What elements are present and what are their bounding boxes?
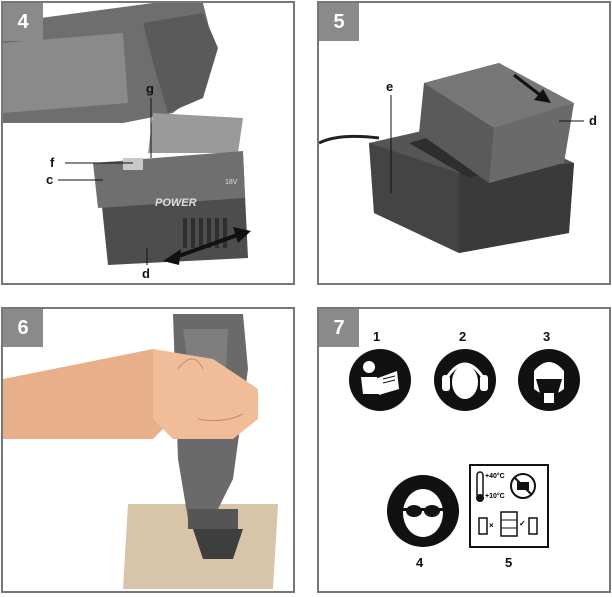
charger-illustration: e d [319,63,597,253]
panel-4: 4 POWER 18V g f c d [1,1,295,285]
battery-storage-icon: × ✓ +40°C +10°C [469,464,549,548]
dust-mask-icon [518,349,580,411]
panel-7: 7 1 2 3 4 5 [317,307,611,593]
read-manual-icon [349,349,411,411]
svg-text:✓: ✓ [519,519,526,528]
battery-voltage-text: 18V [225,179,238,186]
label-c: c [46,172,53,187]
panel-5: 5 e d [317,1,611,285]
panel-number: 7 [319,309,359,347]
icon-number-3: 3 [543,329,551,344]
svg-text:×: × [489,521,494,530]
panel-number: 6 [3,309,43,347]
temp-high-text: +40°C [485,473,505,480]
icon-number-5: 5 [505,555,513,570]
sawing-illustration [3,314,278,589]
battery-brand-text: POWER [155,197,197,209]
panel-number: 5 [319,3,359,41]
panel-6: 6 [1,307,295,593]
label-e: e [386,79,393,94]
icon-number-2: 2 [459,329,467,344]
ear-protection-icon [434,349,496,411]
label-d: d [589,113,597,128]
temp-low-text: +10°C [485,493,505,500]
battery-insert-illustration: POWER 18V g f c d [3,3,251,281]
panel-number: 4 [3,3,43,41]
icon-number-4: 4 [416,555,424,570]
label-d: d [142,266,150,281]
label-f: f [50,155,55,170]
eye-protection-icon [387,475,459,547]
icon-number-1: 1 [373,329,381,344]
label-g: g [146,81,154,96]
